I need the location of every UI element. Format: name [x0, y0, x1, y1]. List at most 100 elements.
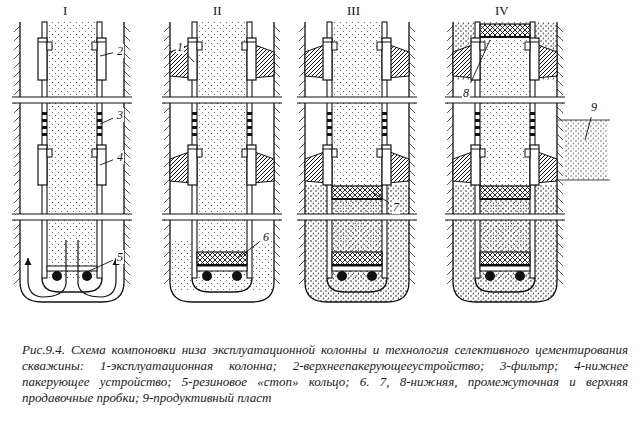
panel-numeral: I [62, 4, 68, 18]
stop-ring-section [52, 271, 62, 281]
rock-tick [447, 116, 453, 122]
filter-slot [42, 126, 47, 129]
packer-body [38, 38, 47, 80]
rock-tick [164, 107, 170, 113]
filter-slot [475, 126, 480, 129]
rock-tick [164, 161, 170, 167]
rock-tick [124, 71, 130, 77]
break-line [162, 214, 282, 215]
filter-slot [475, 133, 480, 136]
rock-tick [124, 107, 130, 113]
rock-tick [409, 71, 415, 77]
rock-tick [14, 179, 20, 185]
rock-tick [274, 35, 280, 41]
casing-shoe [42, 278, 102, 292]
rock-tick [164, 125, 170, 131]
callout-number: 9 [590, 100, 598, 114]
rock-tick [274, 89, 280, 95]
rock-tick [274, 134, 280, 140]
layer-boundary [558, 180, 610, 181]
borehole-wall [305, 22, 409, 302]
packer-body [188, 145, 197, 185]
figure-caption: Рис.9.4. Схема компоновки низа эксплуата… [22, 342, 628, 406]
rock-tick [557, 53, 563, 59]
flow-arrow [78, 240, 116, 297]
flow-arrow [28, 240, 66, 297]
rock-tick [447, 71, 453, 77]
filter-slot [192, 126, 197, 129]
packer-seat [332, 149, 337, 157]
rock-tick [164, 134, 170, 140]
stop-ring [332, 266, 382, 271]
rock-tick [164, 260, 170, 266]
rock-tick [14, 206, 20, 212]
rock-tick [447, 53, 453, 59]
rock-tick [447, 242, 453, 248]
layer-boundary [558, 120, 610, 121]
rock-tick [409, 179, 415, 185]
rock-tick [124, 143, 130, 149]
rock-tick [274, 233, 280, 239]
packer-groove [38, 42, 47, 43]
callout-number: 1 [176, 40, 184, 54]
rock-tick [274, 260, 280, 266]
rock-tick [124, 197, 130, 203]
fluid [332, 22, 382, 278]
rock-tick [299, 161, 305, 167]
rock-tick [409, 206, 415, 212]
packer-body [323, 145, 332, 185]
rock-tick [447, 44, 453, 50]
leader-line [238, 242, 259, 258]
borehole-wall [170, 22, 274, 302]
rock-tick [274, 80, 280, 86]
plug-base [332, 198, 382, 200]
rock-tick [274, 53, 280, 59]
rock-tick [409, 116, 415, 122]
rock-tick [299, 269, 305, 275]
rock-tick [557, 71, 563, 77]
rock-tick [14, 269, 20, 275]
rock-tick [447, 125, 453, 131]
rock-tick [409, 152, 415, 158]
rock-tick [299, 71, 305, 77]
callout-number: 7 [392, 200, 400, 214]
casing-shoe [192, 278, 252, 292]
rock-tick [447, 143, 453, 149]
rock-tick [557, 143, 563, 149]
rock-tick [409, 134, 415, 140]
packer-seat [197, 149, 202, 157]
rock-tick [557, 224, 563, 230]
rock-tick [274, 125, 280, 131]
rock-tick [14, 134, 20, 140]
stop-ring [47, 266, 97, 271]
rock-tick [557, 242, 563, 248]
callout-number: 6 [262, 230, 270, 244]
filter-slot [382, 126, 387, 129]
rock-tick [299, 80, 305, 86]
packer-seat [377, 149, 382, 157]
borehole [305, 22, 409, 302]
rock-tick [164, 206, 170, 212]
rock-tick [164, 26, 170, 32]
packer-seat [47, 149, 52, 157]
rock-tick [557, 188, 563, 194]
wiper-plug [332, 252, 382, 265]
rock-tick [274, 224, 280, 230]
rock-tick [14, 233, 20, 239]
rock-tick [14, 62, 20, 68]
rock-tick [557, 161, 563, 167]
rock-tick [274, 107, 280, 113]
rock-tick [14, 242, 20, 248]
plug-base [197, 264, 247, 266]
leader-line [87, 260, 113, 272]
stop-ring-section [202, 271, 212, 281]
packer-seat [92, 149, 97, 157]
rock-tick [124, 170, 130, 176]
break-gap [162, 97, 282, 103]
rock-tick [447, 134, 453, 140]
filter-slot [42, 112, 47, 115]
break-line [445, 214, 565, 215]
rock-tick [124, 269, 130, 275]
rock-tick [447, 26, 453, 32]
rock-tick [14, 224, 20, 230]
